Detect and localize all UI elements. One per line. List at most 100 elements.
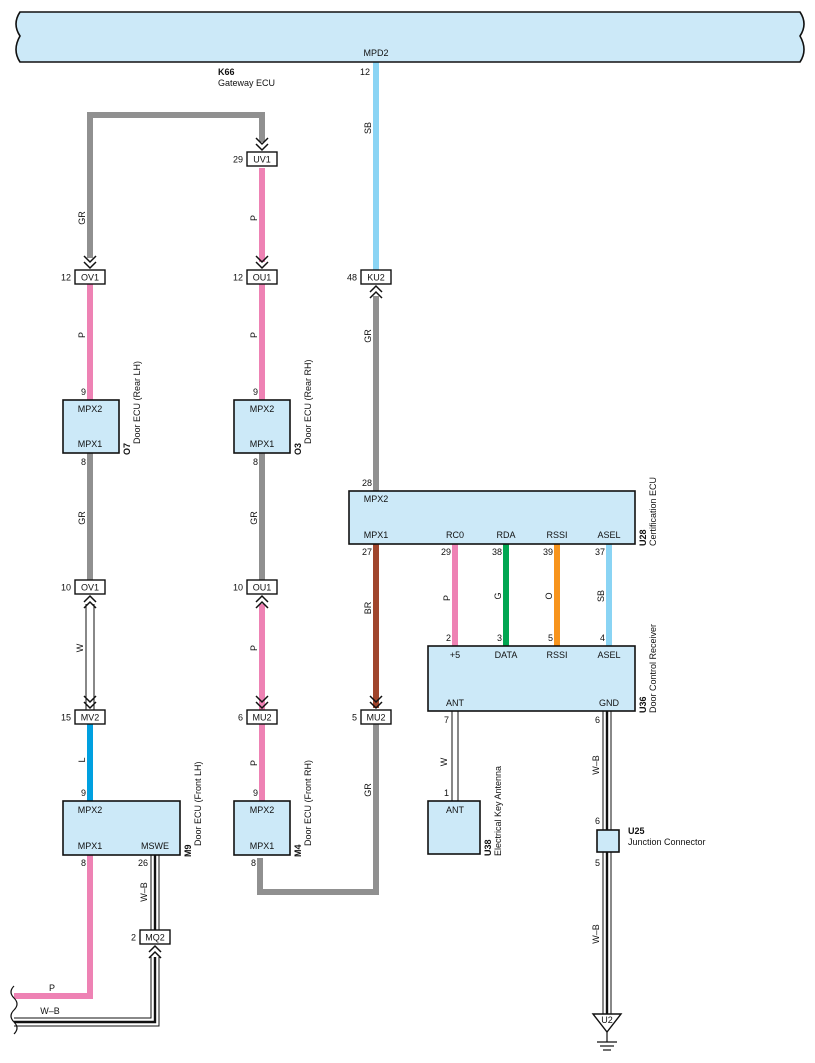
wire-wb-u25 <box>602 852 612 1014</box>
connector-pin: 48 <box>347 273 357 283</box>
u25-name: Junction Connector <box>628 837 706 847</box>
m4-bottom-pin: 8 <box>251 858 256 868</box>
connector-mu2-left: MU2 6 <box>238 695 278 725</box>
bus-pin-label: MPD2 <box>363 48 388 58</box>
ecu-u36: +5 DATA RSSI ASEL 2 3 5 4 ANT GND 7 6 U3… <box>427 624 658 725</box>
component-u38: ANT 1 U38 Electrical Key Antenna <box>427 766 503 856</box>
m9-mpx1-label: MPX1 <box>78 841 103 851</box>
connector-mq2: MQ2 2 <box>131 929 171 959</box>
u36-data-label: DATA <box>495 650 518 660</box>
m9-mswe-label: MSWE <box>141 841 169 851</box>
wire-wb-msw <box>150 855 160 930</box>
connector-pin: 2 <box>131 933 136 943</box>
m4-mpx2-label: MPX2 <box>250 805 275 815</box>
o3-bottom-pin: 8 <box>253 457 258 467</box>
wire-label-p-uv1: P <box>249 215 259 221</box>
wire-label-g-rda: G <box>493 592 503 599</box>
wire-label-gr-loop: GR <box>77 211 87 225</box>
ecu-o7: MPX2 MPX1 9 8 O7 Door ECU (Rear LH) <box>62 361 142 467</box>
wire-label-p-m4: P <box>249 760 259 766</box>
wire-label-w-ov1: W <box>75 643 85 652</box>
wire-p-bottom <box>14 855 93 999</box>
wire-label-wb-gnd: W–B <box>591 755 601 775</box>
u25-code: U25 <box>628 826 645 836</box>
gateway-code: K66 <box>218 67 235 77</box>
wire-label-gr-o7: GR <box>77 511 87 525</box>
o7-mpx1-label: MPX1 <box>78 439 103 449</box>
o3-mpx2-label: MPX2 <box>250 404 275 414</box>
m4-code: M4 <box>293 844 303 857</box>
connector-ou1-top: OU1 12 <box>233 255 278 285</box>
wire-label-wb-u25: W–B <box>591 924 601 944</box>
junction-u25: 6 5 U25 Junction Connector <box>595 816 706 868</box>
ecu-u28: MPX2 28 MPX1 RC0 RDA RSSI ASEL 27 29 38 … <box>348 477 658 557</box>
connector-pin: 10 <box>233 583 243 593</box>
wire-labels: SB GR P P P GR GR GR W P BR GR L P P G O… <box>40 122 606 1016</box>
u38-name: Electrical Key Antenna <box>493 766 503 856</box>
u36-plus5-label: +5 <box>450 650 460 660</box>
connector-name: UV1 <box>253 155 271 165</box>
u28-mpx2-label: MPX2 <box>364 494 389 504</box>
m4-mpx1-label: MPX1 <box>250 841 275 851</box>
u36-pin-4: 4 <box>600 633 605 643</box>
connector-pin: 6 <box>238 713 243 723</box>
connector-pin: 12 <box>233 273 243 283</box>
u28-asel-label: ASEL <box>597 530 620 540</box>
u28-top-pin: 28 <box>362 478 372 488</box>
u36-code: U36 <box>638 696 648 713</box>
u36-gnd-label: GND <box>599 698 620 708</box>
o7-name: Door ECU (Rear LH) <box>132 361 142 444</box>
m9-mswe-pin: 26 <box>138 858 148 868</box>
connector-name: OV1 <box>81 583 99 593</box>
u28-name: Certification ECU <box>648 477 658 546</box>
m4-top-pin: 9 <box>253 788 258 798</box>
connector-uv1: UV1 29 <box>233 137 278 167</box>
connector-name: OV1 <box>81 273 99 283</box>
u28-code: U28 <box>638 529 648 546</box>
u36-ant-label: ANT <box>446 698 465 708</box>
u36-pin-5: 5 <box>548 633 553 643</box>
o7-top-pin: 9 <box>81 387 86 397</box>
o3-mpx1-label: MPX1 <box>250 439 275 449</box>
connector-ov1-top: OV1 12 <box>61 255 106 285</box>
o3-top-pin: 9 <box>253 387 258 397</box>
connector-ou1-bottom: OU1 10 <box>233 579 278 609</box>
connector-name: OU1 <box>253 583 272 593</box>
connector-pin: 5 <box>352 713 357 723</box>
connector-ov1-bottom: OV1 10 <box>61 579 106 609</box>
wire-label-gr-ku2: GR <box>363 329 373 343</box>
o7-code: O7 <box>122 443 132 455</box>
m9-code: M9 <box>183 844 193 857</box>
connector-name: MU2 <box>252 713 271 723</box>
gateway-name: Gateway ECU <box>218 78 275 88</box>
connector-pin: 29 <box>233 155 243 165</box>
u28-pin-27: 27 <box>362 547 372 557</box>
connector-mv2: MV2 15 <box>61 695 106 725</box>
connector-mu2-right: MU2 5 <box>352 695 392 725</box>
u28-pin-39: 39 <box>543 547 553 557</box>
ground-u2: U2 <box>591 1013 623 1051</box>
u38-pin: 1 <box>444 788 449 798</box>
m9-mpx1-pin: 8 <box>81 858 86 868</box>
wire-label-gr-o3: GR <box>249 511 259 525</box>
o3-name: Door ECU (Rear RH) <box>303 359 313 444</box>
u28-pin-38: 38 <box>492 547 502 557</box>
connector-name: KU2 <box>367 273 385 283</box>
u36-name: Door Control Receiver <box>648 624 658 713</box>
wire-label-wb-msw: W–B <box>139 882 149 902</box>
wire-gr-mu2-m4 <box>257 724 379 895</box>
gateway-bus: MPD2 12 K66 Gateway ECU <box>15 11 805 88</box>
wire-w-ant <box>451 711 459 801</box>
wire-w-ov1-mv2 <box>85 604 95 710</box>
ecu-m9: MPX2 MPX1 MSWE 9 8 26 M9 Door ECU (Front… <box>62 761 203 868</box>
wire-label-l: L <box>77 757 87 762</box>
u28-rc0-label: RC0 <box>446 530 464 540</box>
u36-pin-3: 3 <box>497 633 502 643</box>
wire-label-o-rssi: O <box>544 592 554 599</box>
connector-name: OU1 <box>253 273 272 283</box>
connector-pin: 15 <box>61 713 71 723</box>
o7-bottom-pin: 8 <box>81 457 86 467</box>
wire-label-p-mu2: P <box>249 645 259 651</box>
u28-pin-37: 37 <box>595 547 605 557</box>
